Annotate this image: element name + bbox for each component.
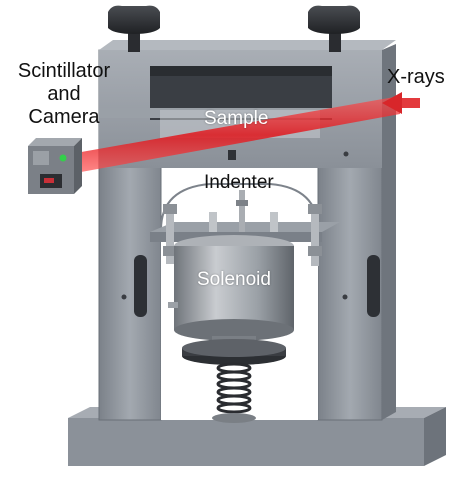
spring-base [212, 413, 256, 423]
solenoid-body [168, 235, 294, 365]
camera [28, 138, 82, 194]
xray-arrow-icon [382, 92, 420, 114]
scintillator-label-line1: Scintillator [17, 60, 111, 82]
left-clamp-knob [108, 5, 160, 52]
xrays-label: X-rays [387, 66, 445, 88]
spring [216, 362, 252, 414]
scintillator-label-line2: and [47, 83, 81, 105]
right-clamp-knob [308, 5, 360, 52]
solenoid-label: Solenoid [197, 269, 271, 290]
indenter-label: Indenter [204, 172, 274, 193]
sample-label: Sample [204, 108, 269, 129]
indenter-rod [236, 190, 248, 232]
camera-led-icon [59, 154, 67, 162]
xray-beam [70, 96, 400, 174]
scintillator-camera-label: Scintillator and Camera [3, 60, 125, 129]
scintillator-label-line3: Camera [28, 106, 100, 128]
